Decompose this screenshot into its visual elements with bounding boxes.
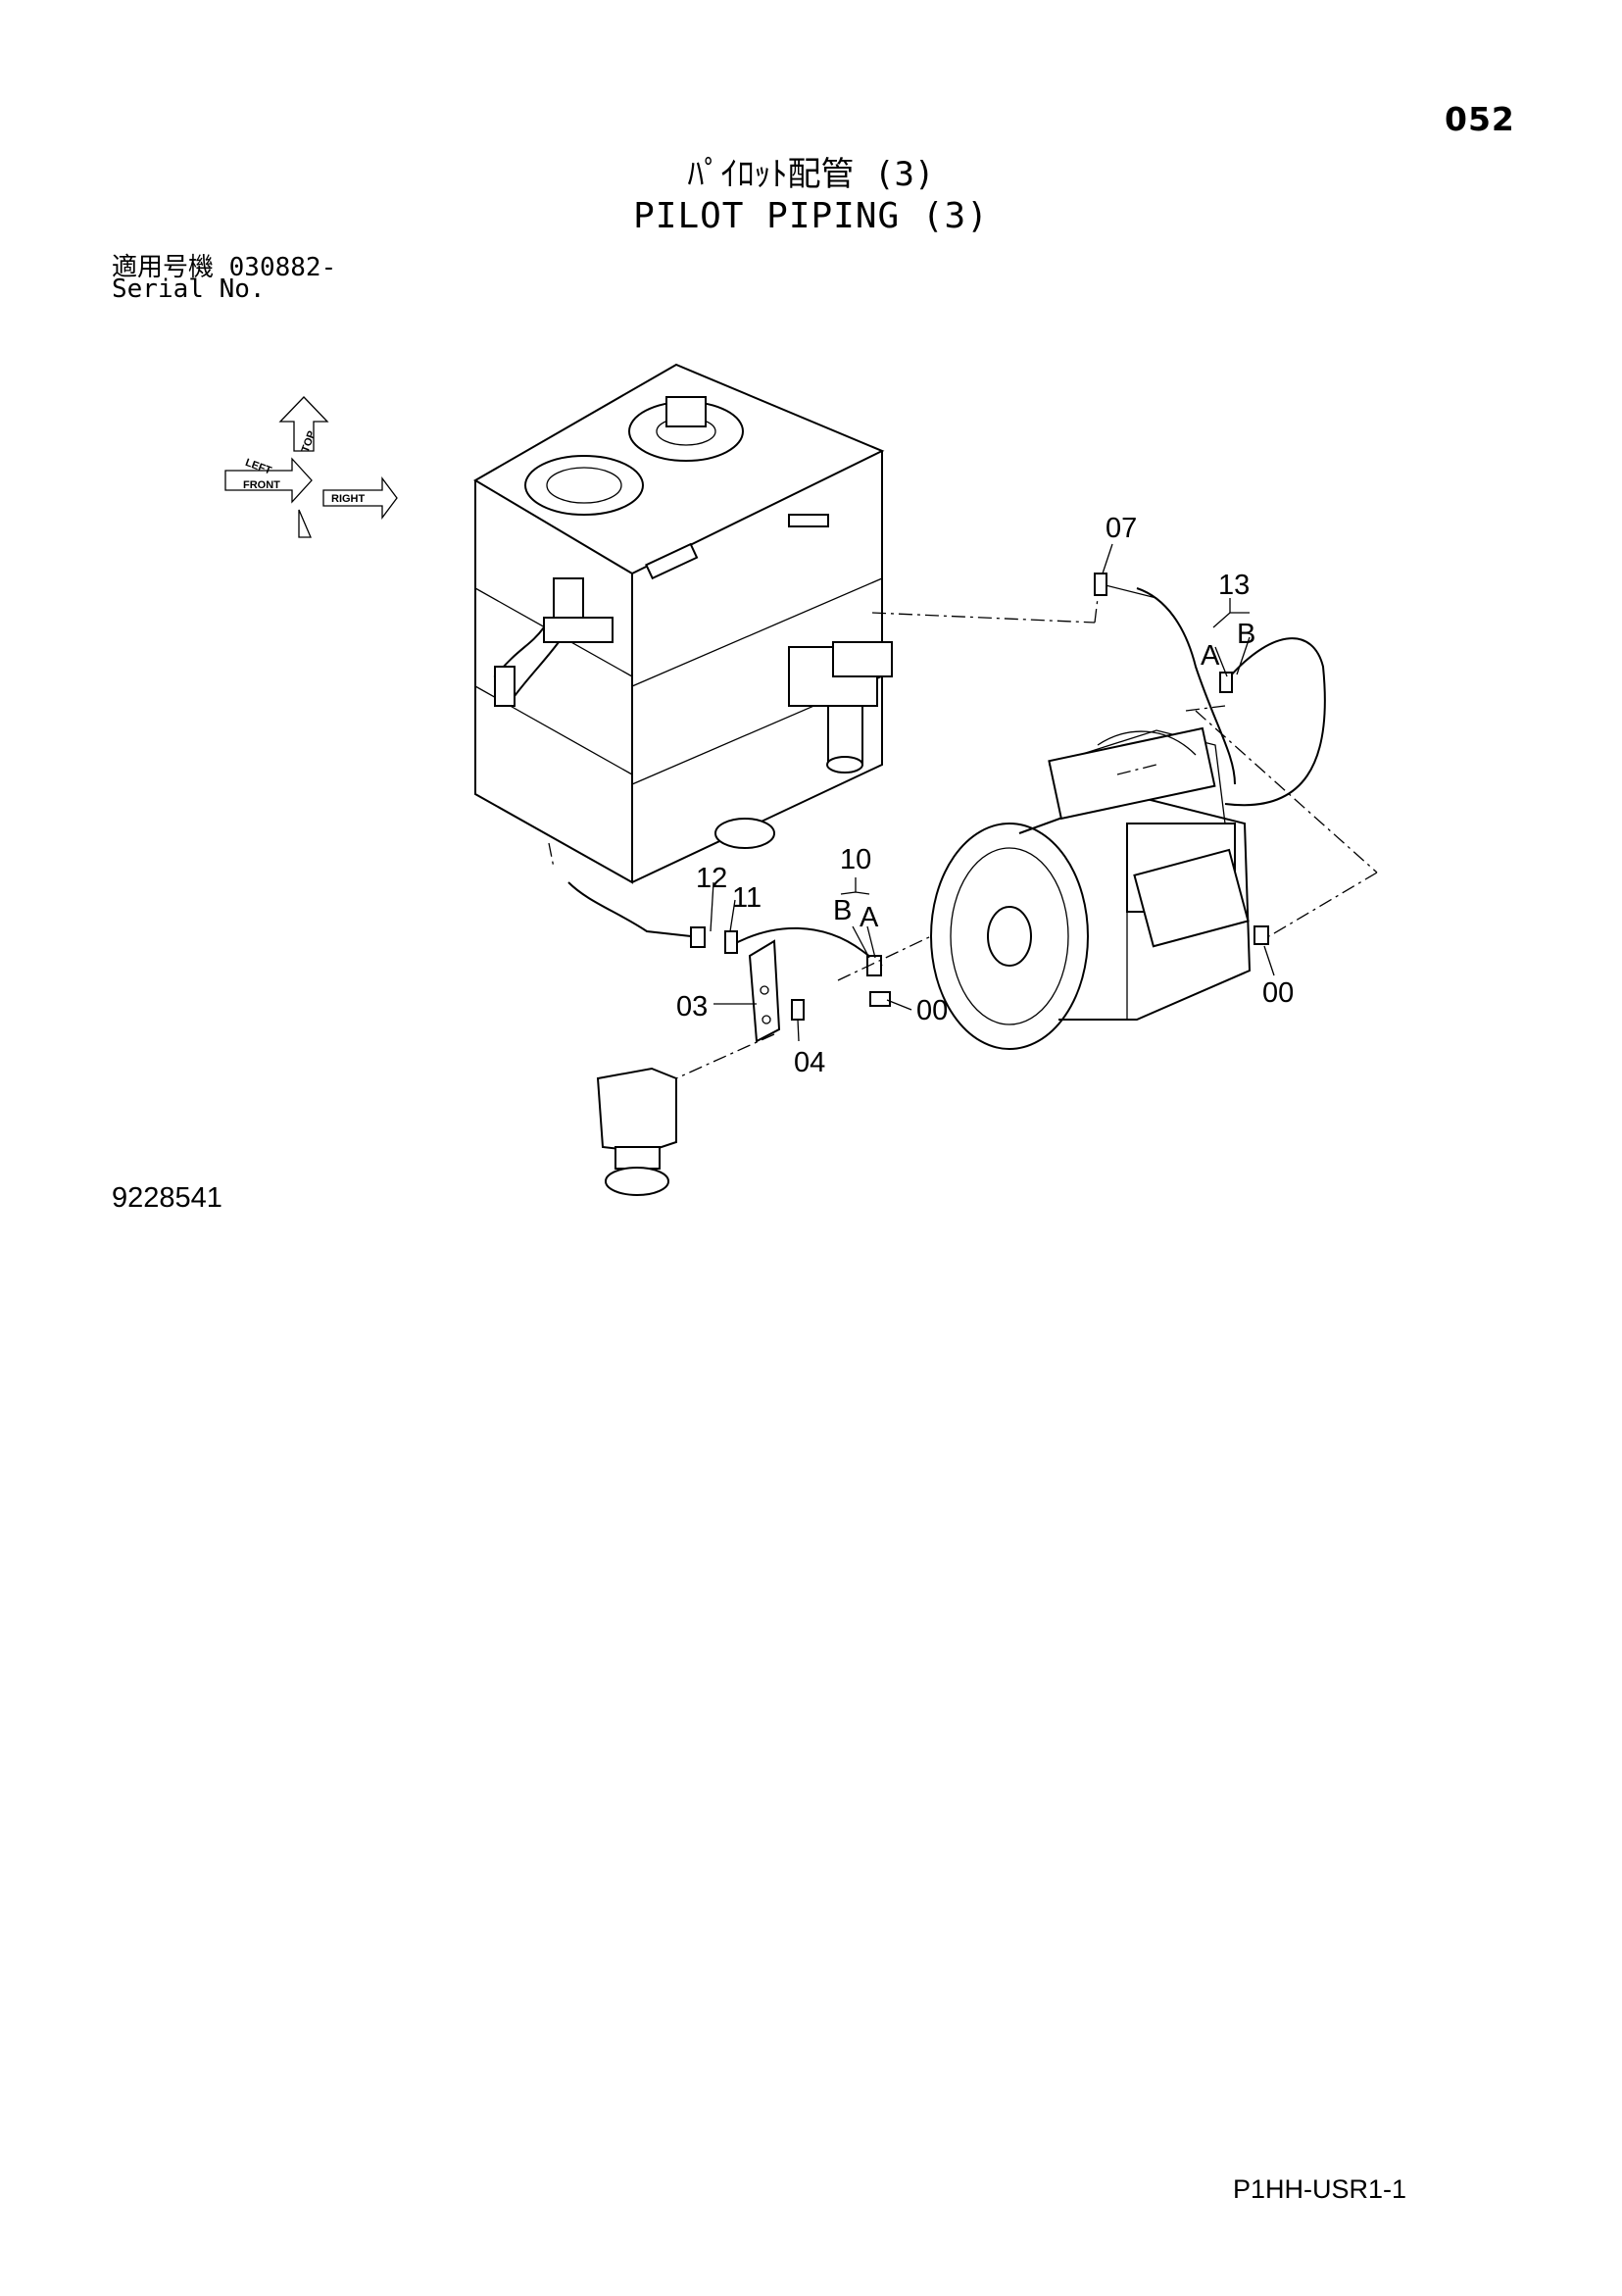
compass-label-front: FRONT — [243, 479, 280, 491]
callout-13: 13 — [1218, 570, 1250, 601]
compass-label-top: TOP — [300, 429, 319, 454]
callout-10: 10 — [840, 844, 871, 875]
callout-04: 04 — [794, 1047, 825, 1078]
pilot-valve-drawing — [596, 1067, 677, 1196]
callout-11: 11 — [732, 882, 762, 914]
compass-label-left: LEFT — [244, 457, 273, 477]
page-title-japanese: ﾊﾟｲﾛｯﾄ配管 (3) — [687, 155, 935, 194]
drawing-number: 9228541 — [112, 1182, 222, 1214]
callout-07: 07 — [1106, 513, 1137, 544]
callout-03: 03 — [676, 991, 708, 1023]
page-title: PILOT PIPING (3) — [633, 196, 989, 236]
page-code: P1HH-USR1-1 — [1233, 2174, 1407, 2204]
callout-13-a: A — [1201, 640, 1220, 672]
callout-00-right: 00 — [1262, 977, 1294, 1009]
connection-lines — [548, 597, 1378, 1079]
compass-label-right: RIGHT — [331, 493, 366, 505]
callout-10-a: A — [860, 902, 879, 933]
bracket-drawing — [748, 939, 781, 1043]
serial-label-japanese: 適用号機 030882- — [112, 253, 337, 282]
callout-12: 12 — [696, 863, 727, 894]
main-pump-drawing — [930, 726, 1252, 1050]
callout-13-b: B — [1237, 619, 1255, 650]
serial-label: Serial No. — [112, 275, 266, 304]
callout-00-left: 00 — [916, 995, 948, 1026]
hydraulic-tank-drawing — [473, 363, 893, 884]
page-number: 052 — [1445, 100, 1515, 138]
callout-10-b: B — [833, 895, 852, 926]
orientation-compass-icon: FRONT TOP RIGHT LEFT — [224, 396, 398, 538]
pipe-routing — [567, 573, 1326, 1021]
callout-labels: 07 13 A B 12 11 10 B A 03 04 00 00 — [676, 513, 1294, 1078]
callout-leaders — [710, 543, 1275, 1042]
